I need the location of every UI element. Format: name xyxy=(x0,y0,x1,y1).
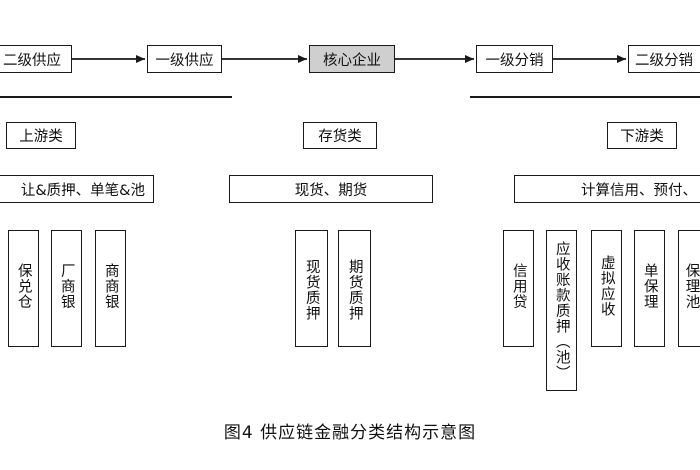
inventory-item-label: 现货质押 xyxy=(303,259,320,321)
inventory-item-label: 期货质押 xyxy=(346,259,363,321)
downstream-modes: 计算信用、预付、 xyxy=(581,182,697,199)
secondary-distributor-label: 二级分销 xyxy=(635,52,693,69)
upstream-item-label: 厂商银 xyxy=(58,263,75,310)
inventory-item-box: 期货质押 xyxy=(338,230,371,347)
secondary-supplier-box: 二级供应 xyxy=(0,45,72,73)
downstream-item-box: 虚拟应收 xyxy=(591,230,622,347)
figure-caption: 图4 供应链金融分类结构示意图 xyxy=(223,423,477,443)
upstream-title-box: 上游类 xyxy=(6,122,76,149)
downstream-item-label: 虚拟应收 xyxy=(598,255,615,317)
downstream-item-box: 应收账款质押（池） xyxy=(546,230,577,391)
upstream-item-box: 厂商银 xyxy=(51,230,82,347)
downstream-divider xyxy=(470,96,700,98)
downstream-item-label: 信用贷 xyxy=(510,263,527,310)
primary-supplier-label: 一级供应 xyxy=(155,52,214,69)
downstream-item-box: 单保理 xyxy=(634,230,665,347)
secondary-distributor-box: 二级分销 xyxy=(628,45,700,73)
inventory-item-box: 现货质押 xyxy=(295,230,328,347)
inventory-title-box: 存货类 xyxy=(303,122,377,149)
downstream-item-box: 信用贷 xyxy=(503,230,534,347)
downstream-item-label: 保理池 xyxy=(683,263,700,310)
downstream-title: 下游类 xyxy=(620,129,664,145)
inventory-modes: 现货、期货 xyxy=(294,182,368,199)
upstream-divider xyxy=(0,96,232,98)
upstream-item-label: 保兑仓 xyxy=(15,263,32,310)
downstream-modes-box: 计算信用、预付、 xyxy=(514,175,700,203)
core-enterprise-label: 核心企业 xyxy=(323,52,381,69)
downstream-item-label: 应收账款质押（池） xyxy=(553,241,570,381)
inventory-modes-box: 现货、期货 xyxy=(229,175,433,203)
upstream-modes-box: 让&质押、单笔&池 xyxy=(0,175,154,203)
secondary-supplier-label: 二级供应 xyxy=(3,52,61,69)
downstream-item-label: 单保理 xyxy=(641,263,658,310)
inventory-title: 存货类 xyxy=(318,129,362,145)
core-enterprise-box: 核心企业 xyxy=(309,45,395,73)
upstream-modes: 让&质押、单笔&池 xyxy=(20,182,145,199)
upstream-item-box: 商商银 xyxy=(95,230,126,347)
primary-supplier-box: 一级供应 xyxy=(147,45,222,73)
upstream-item-box: 保兑仓 xyxy=(8,230,39,347)
primary-distributor-label: 一级分销 xyxy=(485,52,544,69)
upstream-title: 上游类 xyxy=(19,129,63,145)
downstream-item-box: 保理池 xyxy=(678,230,700,347)
primary-distributor-box: 一级分销 xyxy=(476,45,553,73)
upstream-item-label: 商商银 xyxy=(102,263,119,310)
downstream-title-box: 下游类 xyxy=(607,122,677,149)
